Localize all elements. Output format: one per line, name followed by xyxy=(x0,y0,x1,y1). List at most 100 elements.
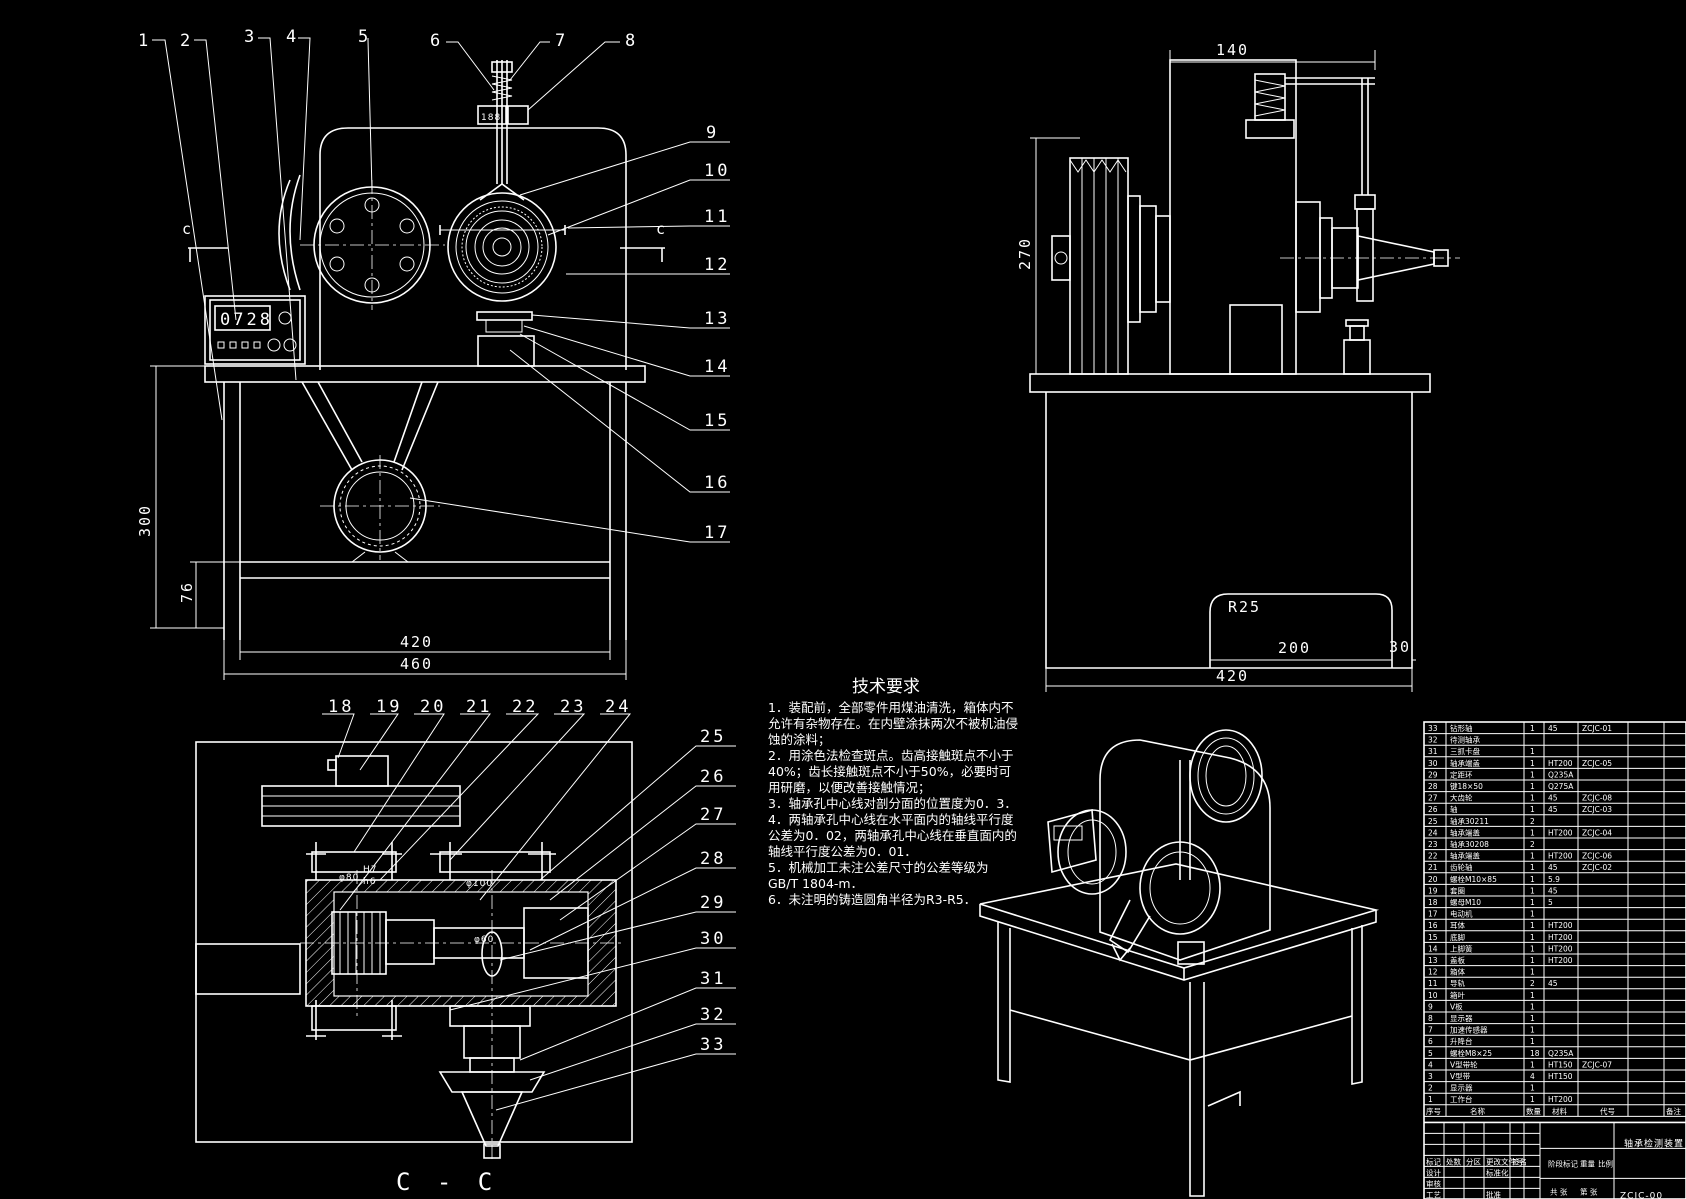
bom-row-name: V型带 xyxy=(1450,1072,1471,1081)
callout-13: 13 xyxy=(704,309,730,329)
title-field: 审核 xyxy=(1426,1178,1442,1188)
bom-row-material: HT200 xyxy=(1548,1095,1573,1104)
bom-row-name: 钻形轴 xyxy=(1450,723,1473,733)
bom-row-name: V型带轮 xyxy=(1450,1059,1478,1069)
bom-row-name: 齿轮轴 xyxy=(1450,862,1473,872)
bom-row-number: 30 xyxy=(1428,759,1438,768)
bom-row-number: 31 xyxy=(1428,747,1438,756)
bom-row-number: 6 xyxy=(1428,1037,1433,1046)
bom-row-qty: 1 xyxy=(1530,991,1535,1000)
bom-row-qty: 1 xyxy=(1530,921,1535,930)
bom-row-name: 箱体 xyxy=(1450,967,1466,977)
bom-row-name: 螺母M10 xyxy=(1450,897,1481,907)
bom-header-material: 材料 xyxy=(1552,1106,1568,1116)
title-field: 分区 xyxy=(1466,1157,1482,1166)
dim-side-cutout: 200 xyxy=(1278,639,1311,657)
section-view: φ80 H7 h6 φ100 φ60 C - C xyxy=(195,741,633,1196)
bom-row-qty: 1 xyxy=(1530,944,1535,953)
bom-row-number: 29 xyxy=(1428,770,1438,779)
bom-row-material: Q235A xyxy=(1548,1049,1574,1058)
bom-row-number: 20 xyxy=(1428,875,1438,884)
bom-row-name: 轴承端盖 xyxy=(1450,827,1480,837)
title-field: 标准化 xyxy=(1486,1167,1509,1177)
bom-row-code: ZCJC-04 xyxy=(1582,828,1612,837)
bom-row-number: 10 xyxy=(1428,991,1438,1000)
bom-row-name: 盖板 xyxy=(1450,955,1466,965)
bom-row-name: 螺栓M10×85 xyxy=(1450,874,1497,884)
bom-row-qty: 1 xyxy=(1530,770,1535,779)
bom-row-name: 上脚簧 xyxy=(1450,943,1473,953)
bom-row-qty: 1 xyxy=(1530,1084,1535,1093)
bom-row-material: Q275A xyxy=(1548,782,1574,791)
callout-15: 15 xyxy=(704,411,730,431)
dim-front-height: 300 xyxy=(136,504,154,537)
bom-row-qty: 1 xyxy=(1530,747,1535,756)
callout-10: 10 xyxy=(704,161,730,181)
callout-1: 1 xyxy=(138,31,151,51)
dim-front-inner-width: 420 xyxy=(400,633,433,651)
tech-item-4: 4．两轴承孔中心线在水平面内的轴线平行度公差为0．02，两轴承孔中心线在垂直面内… xyxy=(768,812,1017,859)
dim-side-radius: R25 xyxy=(1228,598,1261,616)
bom-row-material: HT200 xyxy=(1548,933,1573,942)
bom-row-material: 45 xyxy=(1548,724,1558,733)
callout-19: 19 xyxy=(376,697,402,717)
bom-row-qty: 2 xyxy=(1530,840,1535,849)
bom-row-name: 箱叶 xyxy=(1450,990,1466,1000)
bom-row-qty: 1 xyxy=(1530,805,1535,814)
callout-20: 20 xyxy=(420,697,446,717)
callout-21: 21 xyxy=(466,697,492,717)
bom-row-number: 8 xyxy=(1428,1014,1433,1023)
callout-12: 12 xyxy=(704,255,730,275)
callout-8: 8 xyxy=(625,31,638,51)
bom-row-material: 45 xyxy=(1548,863,1558,872)
bom-row-material: 45 xyxy=(1548,886,1558,895)
bom-row-name: 三抓卡盘 xyxy=(1450,746,1480,756)
bom-row-code: ZCJC-07 xyxy=(1582,1060,1612,1069)
title-field: 签名 xyxy=(1512,1156,1527,1166)
bom-header-remark: 备注 xyxy=(1666,1106,1682,1116)
bom-row-qty: 4 xyxy=(1530,1072,1535,1081)
bom-row-number: 21 xyxy=(1428,863,1438,872)
bom-row-material: 5 xyxy=(1548,898,1553,907)
bom-row-name: 螺栓M8×25 xyxy=(1450,1048,1492,1058)
bom-row-name: 轴承端盖 xyxy=(1450,758,1480,768)
bom-row-number: 23 xyxy=(1428,840,1438,849)
front-callouts-top: 1 2 3 4 5 6 7 8 xyxy=(138,27,638,421)
bom-row-material: 45 xyxy=(1548,794,1558,803)
callout-29: 29 xyxy=(700,893,726,913)
bom-row-qty: 1 xyxy=(1530,1060,1535,1069)
dim-side-height: 270 xyxy=(1016,237,1034,270)
bom-row-name: 显示器 xyxy=(1450,1014,1473,1023)
section-marker-left: c xyxy=(182,220,193,238)
bom-row-number: 4 xyxy=(1428,1060,1433,1069)
tech-requirements: 1．装配前，全部零件用煤油清洗，箱体内不允许有杂物存在。在内壁涂抹两次不被机油侵… xyxy=(768,700,1018,908)
bom-row-qty: 2 xyxy=(1530,979,1535,988)
bom-row-number: 18 xyxy=(1428,898,1438,907)
bom-row-name: 导轨 xyxy=(1450,978,1466,988)
dim-side-width: 420 xyxy=(1216,667,1249,685)
bom-row-code: ZCJC-08 xyxy=(1582,794,1612,803)
front-view: 188 c c 0728 xyxy=(136,60,665,680)
isometric-view xyxy=(979,729,1380,1197)
dim-section-bore3: φ60 xyxy=(474,935,494,945)
bom-row-code: ZCJC-05 xyxy=(1582,759,1612,768)
bom-row-number: 28 xyxy=(1428,782,1438,791)
bom-row-number: 14 xyxy=(1428,944,1438,953)
callout-6: 6 xyxy=(430,31,443,51)
bom-row-qty: 1 xyxy=(1530,794,1535,803)
bom-row-material: 45 xyxy=(1548,805,1558,814)
bom-row-name: 工作台 xyxy=(1450,1094,1473,1104)
title-field: 设计 xyxy=(1426,1167,1442,1177)
bom-row-qty: 1 xyxy=(1530,1002,1535,1011)
title-field: 更改文件号 xyxy=(1486,1156,1524,1166)
bom-row-number: 32 xyxy=(1428,736,1438,745)
bom-row-number: 17 xyxy=(1428,910,1438,919)
bom-row-name: 底脚 xyxy=(1450,932,1465,942)
svg-text:188: 188 xyxy=(481,113,501,123)
callout-27: 27 xyxy=(700,805,726,825)
side-view: R25 xyxy=(1016,41,1460,692)
bom-row-code: ZCJC-02 xyxy=(1582,863,1612,872)
bom-row-number: 24 xyxy=(1428,828,1438,837)
bom-row-name: 轴承30208 xyxy=(1450,839,1489,849)
